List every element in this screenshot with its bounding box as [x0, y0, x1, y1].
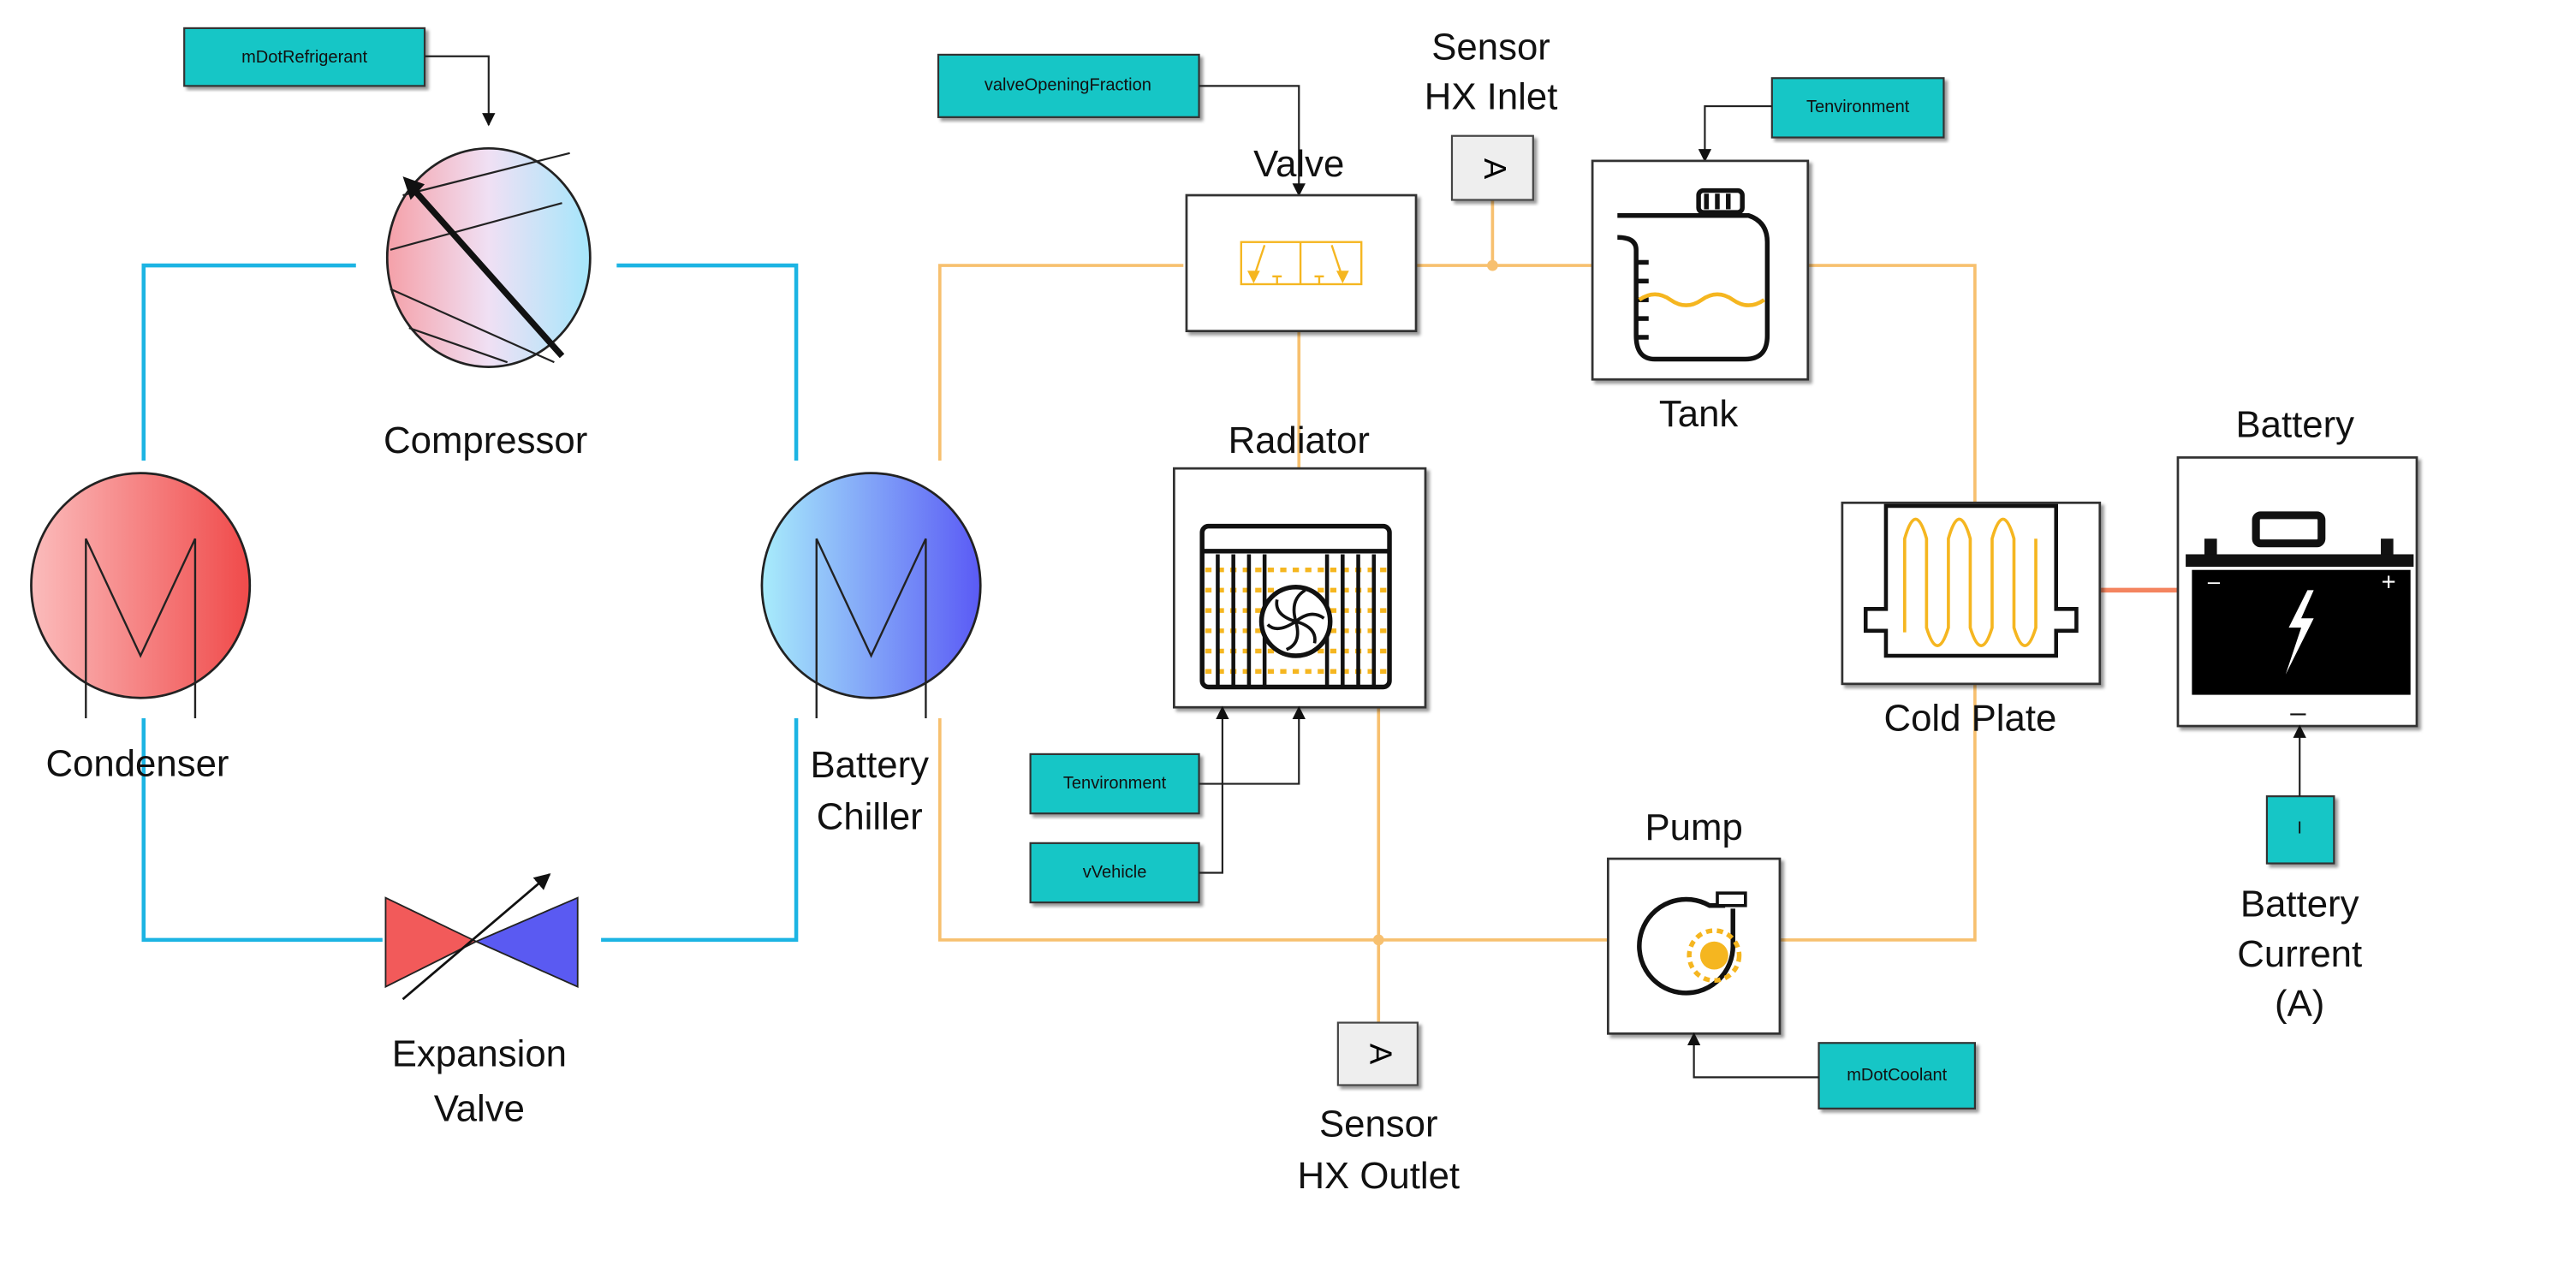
battery-icon: – + – [2186, 511, 2414, 728]
input-mdot-coolant[interactable]: mDotCoolant [1817, 1042, 1976, 1110]
svg-text:mDotRefrigerant: mDotRefrigerant [241, 48, 367, 67]
valve-label: Valve [1253, 143, 1344, 185]
svg-text:valveOpeningFraction: valveOpeningFraction [985, 76, 1151, 95]
battery-current-label-line3: (A) [2275, 983, 2324, 1025]
sensor-outlet-label-line1: Sensor [1319, 1104, 1438, 1145]
coolant-lines [938, 199, 2178, 1023]
input-valve-opening-fraction[interactable]: valveOpeningFraction [937, 53, 1200, 118]
svg-text:Tenvironment: Tenvironment [1063, 774, 1167, 793]
svg-text:–: – [2208, 570, 2221, 594]
compressor-label: Compressor [384, 419, 587, 461]
pump-block[interactable]: Pump [1606, 806, 1782, 1035]
expansion-label-line2: Valve [434, 1087, 525, 1129]
svg-text:+: + [2382, 568, 2396, 596]
sensor-hx-outlet[interactable]: A Sensor HX Outlet [1297, 1021, 1460, 1197]
compressor-block[interactable]: Compressor [384, 146, 592, 461]
heat-exchanger-icon [760, 472, 982, 718]
input-tenvironment-tank[interactable]: Tenvironment [1770, 77, 1945, 139]
refrigerant-lines [141, 263, 799, 943]
cold-plate-label: Cold Plate [1883, 698, 2056, 740]
chiller-label-line1: Battery [810, 744, 929, 786]
svg-text:vVehicle: vVehicle [1083, 863, 1147, 882]
expansion-valve-block[interactable]: Expansion Valve [384, 873, 579, 1129]
valve-block[interactable]: Valve [1185, 143, 1418, 333]
sensor-outlet-label-line2: HX Outlet [1297, 1155, 1460, 1197]
svg-text:I: I [2297, 819, 2302, 838]
sensor-inlet-label-line2: HX Inlet [1425, 76, 1558, 118]
condenser-label: Condenser [45, 742, 229, 784]
tank-block[interactable]: Tank [1591, 159, 1810, 435]
tank-label: Tank [1659, 393, 1739, 435]
heat-exchanger-icon [30, 472, 252, 718]
battery-label: Battery [2235, 404, 2354, 446]
battery-chiller-block[interactable]: Battery Chiller [760, 472, 982, 838]
battery-block[interactable]: Battery – + – [2176, 404, 2418, 728]
compressor-icon [385, 146, 592, 368]
expansion-label-line1: Expansion [392, 1033, 567, 1075]
input-tenvironment-radiator[interactable]: Tenvironment [1029, 753, 1200, 815]
expansion-valve-icon [384, 873, 579, 1001]
valve-icon [1240, 241, 1363, 286]
radiator-label: Radiator [1229, 419, 1370, 461]
sensor-hx-inlet[interactable]: Sensor HX Inlet A [1425, 26, 1558, 201]
pump-icon [1637, 891, 1747, 996]
battery-current-label-line2: Current [2237, 933, 2362, 975]
cold-plate-block[interactable]: Cold Plate [1841, 501, 2102, 740]
condenser-block[interactable]: Condenser [30, 472, 252, 785]
pump-label: Pump [1645, 806, 1742, 848]
svg-text:mDotCoolant: mDotCoolant [1847, 1066, 1947, 1085]
svg-text:Tenvironment: Tenvironment [1806, 98, 1910, 116]
cold-plate-icon [1863, 503, 2079, 658]
ammeter-icon: A [1364, 1044, 1399, 1065]
input-vvehicle[interactable]: vVehicle [1029, 842, 1200, 904]
svg-text:–: – [2290, 696, 2306, 728]
input-mdot-refrigerant[interactable]: mDotRefrigerant [183, 27, 426, 87]
battery-current-label-line1: Battery [2240, 883, 2359, 925]
sensor-inlet-label-line1: Sensor [1431, 26, 1550, 68]
ammeter-icon: A [1478, 158, 1513, 180]
input-battery-current[interactable]: I [2265, 795, 2335, 865]
chiller-label-line2: Chiller [817, 795, 923, 837]
tank-icon [1617, 187, 1770, 362]
radiator-icon [1199, 523, 1392, 690]
radiator-block[interactable]: Radiator [1173, 419, 1427, 709]
